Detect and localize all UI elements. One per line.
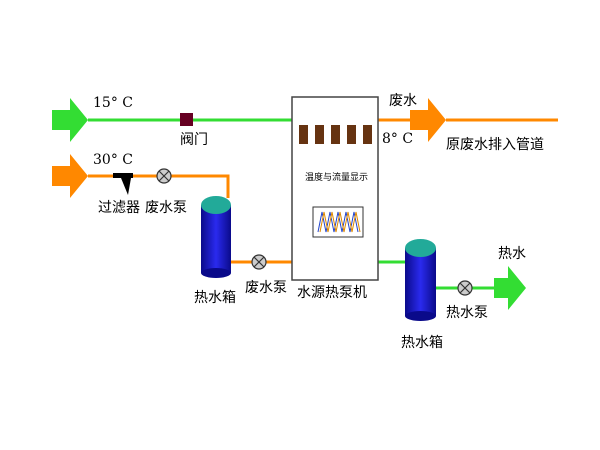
hot-tank-right-label: 热水箱 (401, 335, 443, 351)
cold-water-inlet-arrow (52, 98, 88, 142)
pump-right-label: 热水泵 (446, 305, 488, 321)
hot-tank-left-label: 热水箱 (194, 290, 236, 306)
hot-tank-right (405, 239, 436, 321)
pump-mid-icon (251, 254, 267, 270)
valve-label: 阀门 (180, 132, 208, 148)
heat-pump-unit-label: 水源热泵机 (297, 285, 367, 301)
pump-top-icon (156, 168, 172, 184)
pump-mid-label: 废水泵 (245, 280, 287, 296)
display-waveform-orange (319, 211, 361, 233)
display-panel-label: 温度与流量显示 (305, 171, 368, 183)
pump-top-label: 废水泵 (145, 200, 187, 216)
waste-water-in-temp-label: 30° C (93, 152, 133, 168)
discharge-label: 原废水排入管道 (446, 137, 544, 153)
waste-water-out-temp-label: 8° C (382, 131, 413, 147)
pump-right-icon (457, 280, 473, 296)
waste-water-in-pipe (88, 174, 230, 198)
filter-label: 过滤器 (98, 200, 140, 216)
waste-water-out-label: 废水 (389, 93, 417, 109)
filter-icon (113, 173, 133, 195)
display-waveform-blue (317, 211, 359, 233)
heat-pump-unit (291, 96, 379, 281)
hot-water-out-label: 热水 (498, 246, 526, 262)
waste-water-inlet-arrow (52, 154, 88, 198)
hot-water-outlet-arrow (494, 266, 526, 310)
waste-water-outlet-arrow (410, 98, 446, 142)
hot-tank-left (201, 196, 231, 278)
valve-icon (180, 113, 193, 126)
cold-water-temp-label: 15° C (93, 95, 133, 111)
